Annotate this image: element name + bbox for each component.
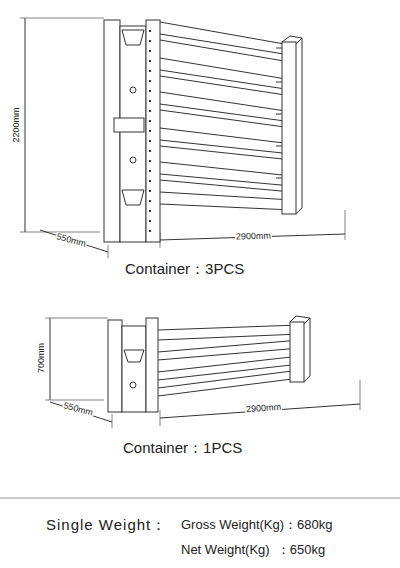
dimension-label: 550mm: [54, 232, 87, 250]
dimension-label: 2900mm: [235, 231, 272, 242]
dimension-label: 2200mm: [12, 106, 22, 143]
dimension-label: 700mm: [37, 342, 47, 374]
net-weight: Net Weight(Kg) ：650kg: [181, 543, 325, 557]
container-note: Container：3PCS: [125, 261, 244, 278]
dimension-label: 2900mm: [245, 403, 283, 415]
container-note: Container：1PCS: [123, 440, 242, 457]
weight-heading: Single Weight：: [46, 517, 167, 534]
gross-weight: Gross Weight(Kg)：680kg: [181, 518, 333, 532]
dimension-label: 550mm: [61, 401, 94, 419]
